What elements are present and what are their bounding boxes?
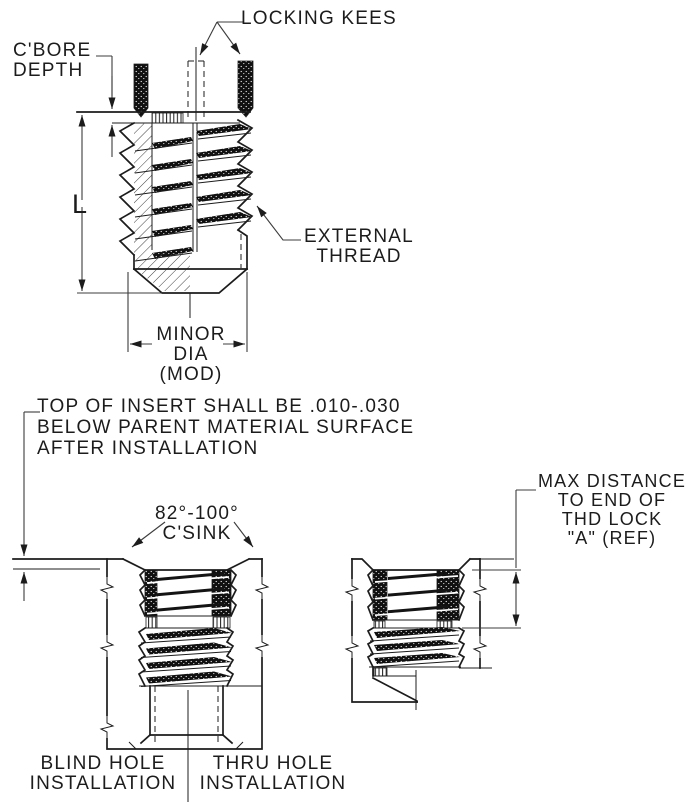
leader-external-thread <box>256 205 301 241</box>
label-install-note: TOP OF INSERT SHALL BE .010-.030 BELOW P… <box>37 396 415 459</box>
label-minor-dia: MINOR DIA (MOD) <box>156 324 226 385</box>
locking-key-left <box>133 63 149 118</box>
label-length-L: L <box>72 189 89 219</box>
label-external-thread: EXTERNAL THREAD <box>304 226 414 267</box>
label-blind-hole: BLIND HOLE INSTALLATION <box>29 753 177 794</box>
top-view-dimensions <box>77 21 301 352</box>
label-csink: 82°-100° C'SINK <box>155 503 239 544</box>
dim-minor-dia <box>127 272 248 352</box>
leader-cbore-depth <box>96 55 113 96</box>
parent-material-outline <box>106 558 263 750</box>
thread-lock-section-thru <box>374 572 459 617</box>
dim-A-extensions <box>462 569 521 629</box>
label-locking-keys: LOCKING KEES <box>241 8 397 29</box>
leader-csink <box>131 521 166 548</box>
external-thread-profile <box>134 124 252 262</box>
lower-thread-section <box>140 628 232 687</box>
thru-hole-installation-view <box>344 489 536 710</box>
label-cbore-depth: C'BORE DEPTH <box>13 40 92 81</box>
blind-hole-installation-view <box>12 411 270 802</box>
locking-key-hidden <box>187 60 205 121</box>
locking-key-right <box>237 60 254 118</box>
thread-lock-section <box>146 572 230 615</box>
label-max-distance: MAX DISTANCE TO END OF THD LOCK "A" (REF… <box>537 471 687 548</box>
lower-thread-section-thru <box>369 627 460 668</box>
leader-max-distance <box>515 489 536 568</box>
insert-section-view <box>76 47 254 318</box>
protruding-chamfer <box>371 676 418 703</box>
label-thru-hole: THRU HOLE INSTALLATION <box>199 753 347 794</box>
